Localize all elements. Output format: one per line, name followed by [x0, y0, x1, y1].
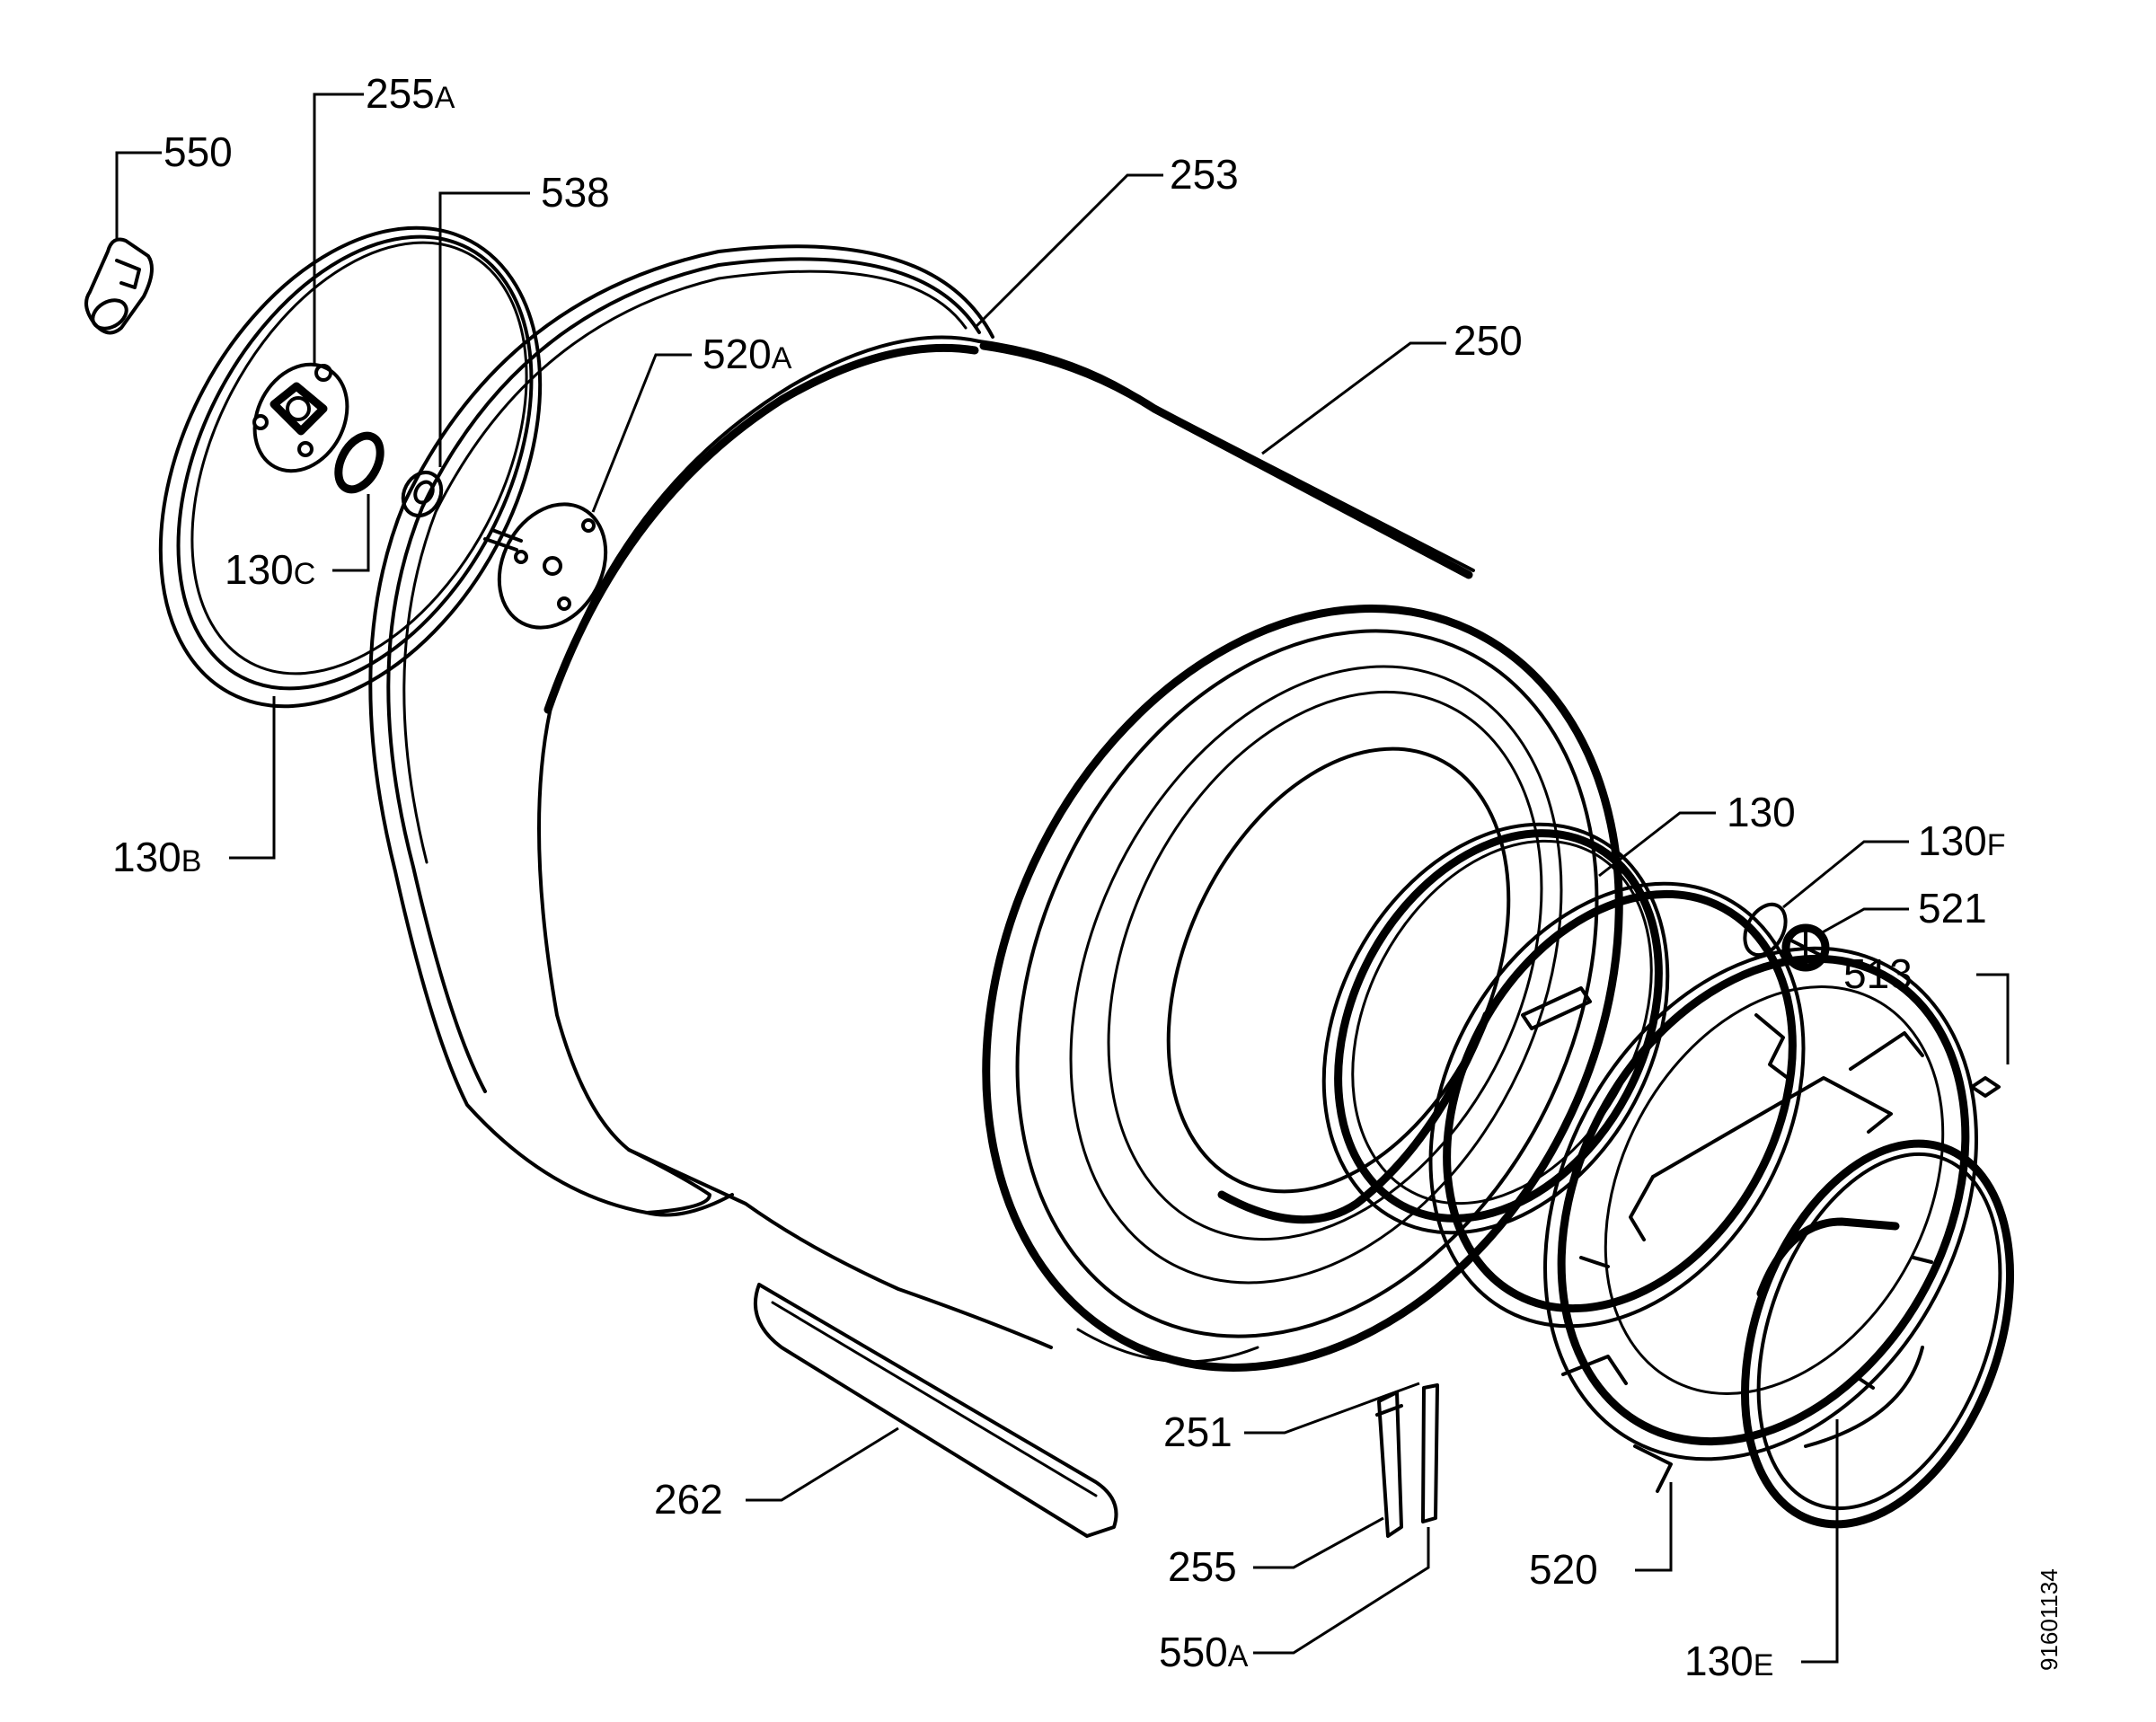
label-520A: 520A	[702, 331, 792, 377]
part-520-front-frame	[1543, 946, 1978, 1493]
label-130E: 130E	[1684, 1638, 1773, 1684]
part-130E-window-gasket	[1741, 1139, 2014, 1529]
part-130F-o-ring	[1743, 902, 1788, 958]
label-251: 251	[1163, 1409, 1233, 1455]
part-253-drum-rear-shell	[368, 244, 994, 1217]
label-250: 250	[1454, 317, 1523, 364]
part-130B-rear-seal	[158, 225, 543, 709]
leader-lines	[115, 93, 2010, 1664]
label-130F: 130F	[1918, 817, 2006, 864]
label-255A: 255A	[366, 70, 455, 117]
label-550: 550	[163, 128, 233, 175]
part-550A-clip	[1421, 1383, 1439, 1523]
label-521: 521	[1918, 885, 1987, 932]
label-520: 520	[1529, 1546, 1598, 1593]
part-255-strip	[1375, 1391, 1403, 1538]
part-251-front-ring	[1428, 881, 1806, 1329]
part-262-lifter	[753, 1283, 1118, 1538]
label-253: 253	[1170, 151, 1239, 198]
part-130-front-seal	[1321, 822, 1670, 1235]
label-255: 255	[1168, 1543, 1237, 1590]
label-513: 513	[1843, 950, 1913, 997]
part-521-bushing	[1781, 923, 1830, 972]
label-262: 262	[654, 1476, 723, 1523]
document-number: 91601134	[2036, 1568, 2063, 1671]
part-550-clip	[84, 237, 154, 335]
part-250-drum	[537, 335, 1623, 1372]
label-130: 130	[1727, 789, 1796, 835]
label-130C: 130C	[225, 546, 315, 593]
part-520A-shaft-flange	[483, 502, 608, 630]
label-130B: 130B	[112, 834, 201, 880]
part-255A-hub	[252, 362, 349, 473]
part-538-washer	[401, 471, 444, 517]
label-538: 538	[541, 169, 610, 216]
part-513-plug	[1970, 1076, 2001, 1098]
part-130C-o-ring	[334, 431, 384, 494]
label-550A: 550A	[1159, 1629, 1249, 1675]
